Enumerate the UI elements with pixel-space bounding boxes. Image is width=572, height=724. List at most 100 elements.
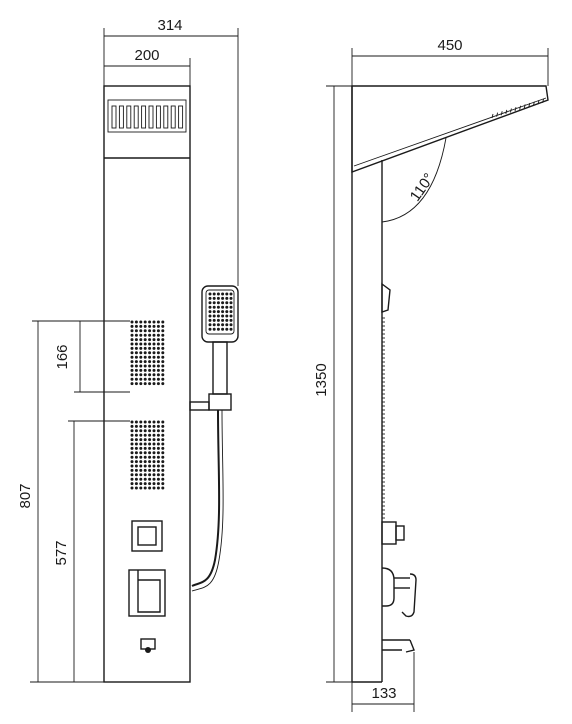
head-nozzle <box>537 100 540 105</box>
jet-dot <box>139 455 143 459</box>
jet-dot <box>139 382 143 386</box>
jet-dot <box>161 482 165 486</box>
jet-dot <box>130 373 134 377</box>
jet-dot <box>134 455 138 459</box>
mixer-lever-handle <box>137 570 161 613</box>
jet-dot <box>156 460 160 464</box>
jet-dot <box>156 482 160 486</box>
jet-dot <box>148 473 152 477</box>
jet-dot <box>212 305 216 309</box>
jet-dot <box>134 438 138 442</box>
jet-dot <box>143 433 147 437</box>
head-nozzle <box>500 111 503 116</box>
jet-dot <box>152 420 156 424</box>
jet-dot <box>161 333 165 337</box>
jet-dot <box>139 373 143 377</box>
jet-dot <box>139 433 143 437</box>
jet-dot <box>229 314 233 318</box>
jet-dot <box>134 368 138 372</box>
jet-dot <box>161 420 165 424</box>
jet-dot <box>229 323 233 327</box>
jet-dot <box>225 314 229 318</box>
jet-dot <box>148 320 152 324</box>
dim-height-lower-jets: 577 <box>53 420 130 682</box>
jet-dot <box>139 438 143 442</box>
jet-dot <box>152 486 156 490</box>
jet-dot <box>225 301 229 305</box>
jet-dot <box>134 324 138 328</box>
jet-dot <box>225 327 229 331</box>
side-view: 450 1350 110° 133 <box>313 37 549 712</box>
jet-dot <box>156 342 160 346</box>
rain-head-frame <box>107 99 187 133</box>
jet-dot <box>152 333 156 337</box>
jet-dot <box>139 364 143 368</box>
jet-dot <box>161 355 165 359</box>
jet-dot <box>143 477 147 481</box>
jet-dot <box>152 446 156 450</box>
jet-dot <box>156 451 160 455</box>
jet-dot <box>161 329 165 333</box>
panel-body <box>103 85 191 683</box>
jet-dot <box>139 424 143 428</box>
jet-dot <box>130 333 134 337</box>
head-nozzle <box>528 102 531 108</box>
jet-dot <box>161 368 165 372</box>
jet-dot <box>161 442 165 446</box>
jet-dot <box>161 438 165 442</box>
dim-label-166: 166 <box>54 344 71 369</box>
jet-dot <box>152 424 156 428</box>
jet-dot <box>139 360 143 364</box>
jet-dot <box>152 320 156 324</box>
jet-dot <box>130 424 134 428</box>
jet-dot <box>152 368 156 372</box>
jet-dot <box>156 424 160 428</box>
jet-dot <box>134 464 138 468</box>
jet-dot <box>212 314 216 318</box>
jet-dot <box>130 355 134 359</box>
jet-dot <box>156 473 160 477</box>
jet-dot <box>143 342 147 346</box>
jet-dot <box>148 464 152 468</box>
jet-dot <box>148 446 152 450</box>
hand-shower-holder <box>208 393 232 411</box>
jet-dot <box>134 355 138 359</box>
dim-label-450: 450 <box>437 37 462 54</box>
jet-dot <box>139 342 143 346</box>
jet-dot <box>134 446 138 450</box>
jet-dot <box>161 351 165 355</box>
mixer-lever-side <box>381 567 417 618</box>
jet-dot <box>148 451 152 455</box>
jet-dot <box>148 477 152 481</box>
jet-dot <box>156 442 160 446</box>
jet-dot <box>152 460 156 464</box>
slot <box>148 105 154 129</box>
jet-dot <box>143 451 147 455</box>
jet-dot <box>143 486 147 490</box>
jet-dot <box>208 296 212 300</box>
jet-dot <box>134 377 138 381</box>
jet-dot <box>156 438 160 442</box>
jet-dot <box>221 327 225 331</box>
jet-dot <box>161 342 165 346</box>
jet-dot <box>139 324 143 328</box>
dim-label-110: 110° <box>407 170 438 204</box>
dim-label-807: 807 <box>17 483 34 508</box>
dim-head-angle: 110° <box>381 137 447 223</box>
jet-dot <box>130 451 134 455</box>
jet-dot <box>134 442 138 446</box>
jet-dot <box>152 351 156 355</box>
jet-dot <box>139 482 143 486</box>
jet-dot <box>212 301 216 305</box>
jet-dot <box>134 433 138 437</box>
jet-dot <box>139 420 143 424</box>
jet-dot <box>152 473 156 477</box>
dim-base-depth: 133 <box>351 652 415 712</box>
jet-dot <box>152 324 156 328</box>
jet-dot <box>212 318 216 322</box>
jet-dot <box>225 296 229 300</box>
jet-dot <box>134 382 138 386</box>
slot <box>133 105 139 129</box>
jet-dot <box>156 464 160 468</box>
mixer-lever-body <box>128 569 166 617</box>
